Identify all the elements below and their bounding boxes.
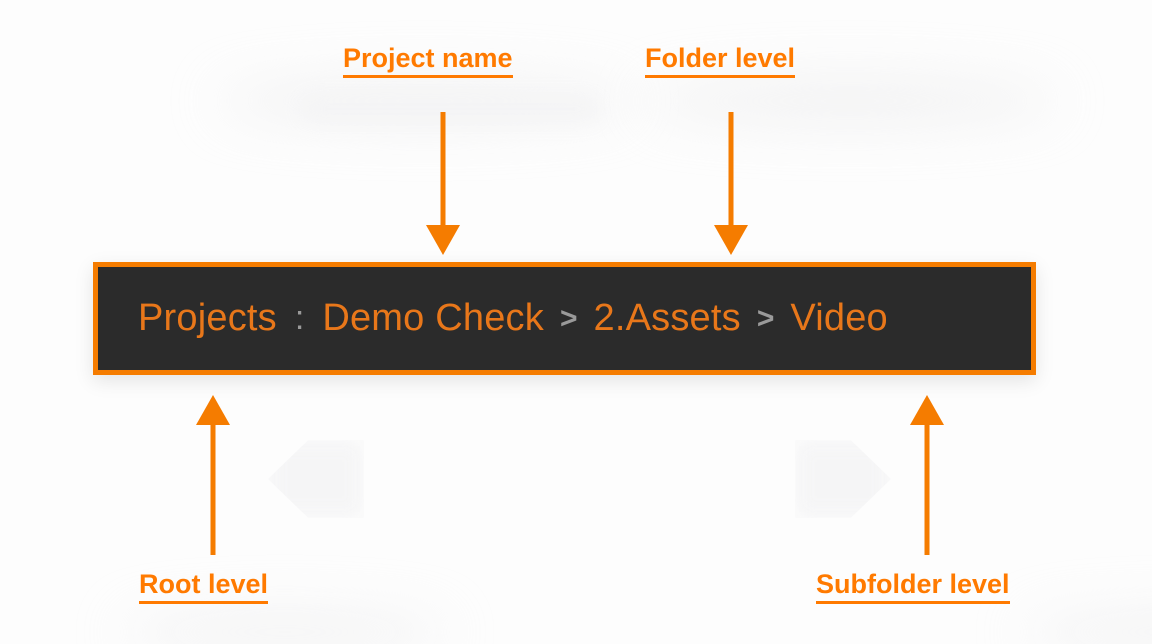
arrow-shaft bbox=[728, 112, 734, 225]
callout-label-project-name: Project name bbox=[343, 43, 513, 79]
background-ghost-arrow-right bbox=[795, 440, 891, 518]
callout-label-root-level: Root level bbox=[139, 569, 269, 605]
background-blur-shape bbox=[640, 78, 1060, 124]
arrow-shaft bbox=[924, 423, 930, 555]
callout-arrow-folder-level-icon bbox=[714, 112, 748, 255]
background-blur-shape bbox=[215, 78, 635, 124]
breadcrumb-item-demo-check[interactable]: Demo Check bbox=[322, 297, 544, 339]
breadcrumb-bar: Projects : Demo Check > 2.Assets > Video bbox=[93, 262, 1036, 375]
breadcrumb-item-video[interactable]: Video bbox=[790, 297, 888, 339]
callout-arrow-subfolder-level-icon bbox=[910, 395, 944, 555]
background-blur-shape bbox=[1020, 612, 1152, 644]
breadcrumb-item-assets[interactable]: 2.Assets bbox=[593, 297, 741, 339]
arrow-shaft bbox=[440, 112, 446, 225]
breadcrumb-separator-chevron-icon: > bbox=[559, 301, 578, 335]
arrow-head bbox=[196, 395, 230, 425]
arrow-shaft bbox=[210, 423, 216, 555]
arrow-head bbox=[426, 225, 460, 255]
breadcrumb-separator-colon-icon: : bbox=[294, 299, 305, 337]
background-ghost-arrow-left bbox=[268, 440, 364, 518]
breadcrumb: Projects : Demo Check > 2.Assets > Video bbox=[98, 297, 888, 340]
arrow-head bbox=[910, 395, 944, 425]
callout-label-subfolder-level: Subfolder level bbox=[816, 569, 1010, 605]
arrow-head bbox=[714, 225, 748, 255]
callout-arrow-root-level-icon bbox=[196, 395, 230, 555]
callout-label-folder-level: Folder level bbox=[645, 43, 796, 79]
breadcrumb-separator-chevron-icon: > bbox=[756, 301, 775, 335]
background-blur-shape bbox=[120, 612, 450, 644]
breadcrumb-item-projects[interactable]: Projects bbox=[138, 297, 277, 339]
callout-arrow-project-name-icon bbox=[426, 112, 460, 255]
